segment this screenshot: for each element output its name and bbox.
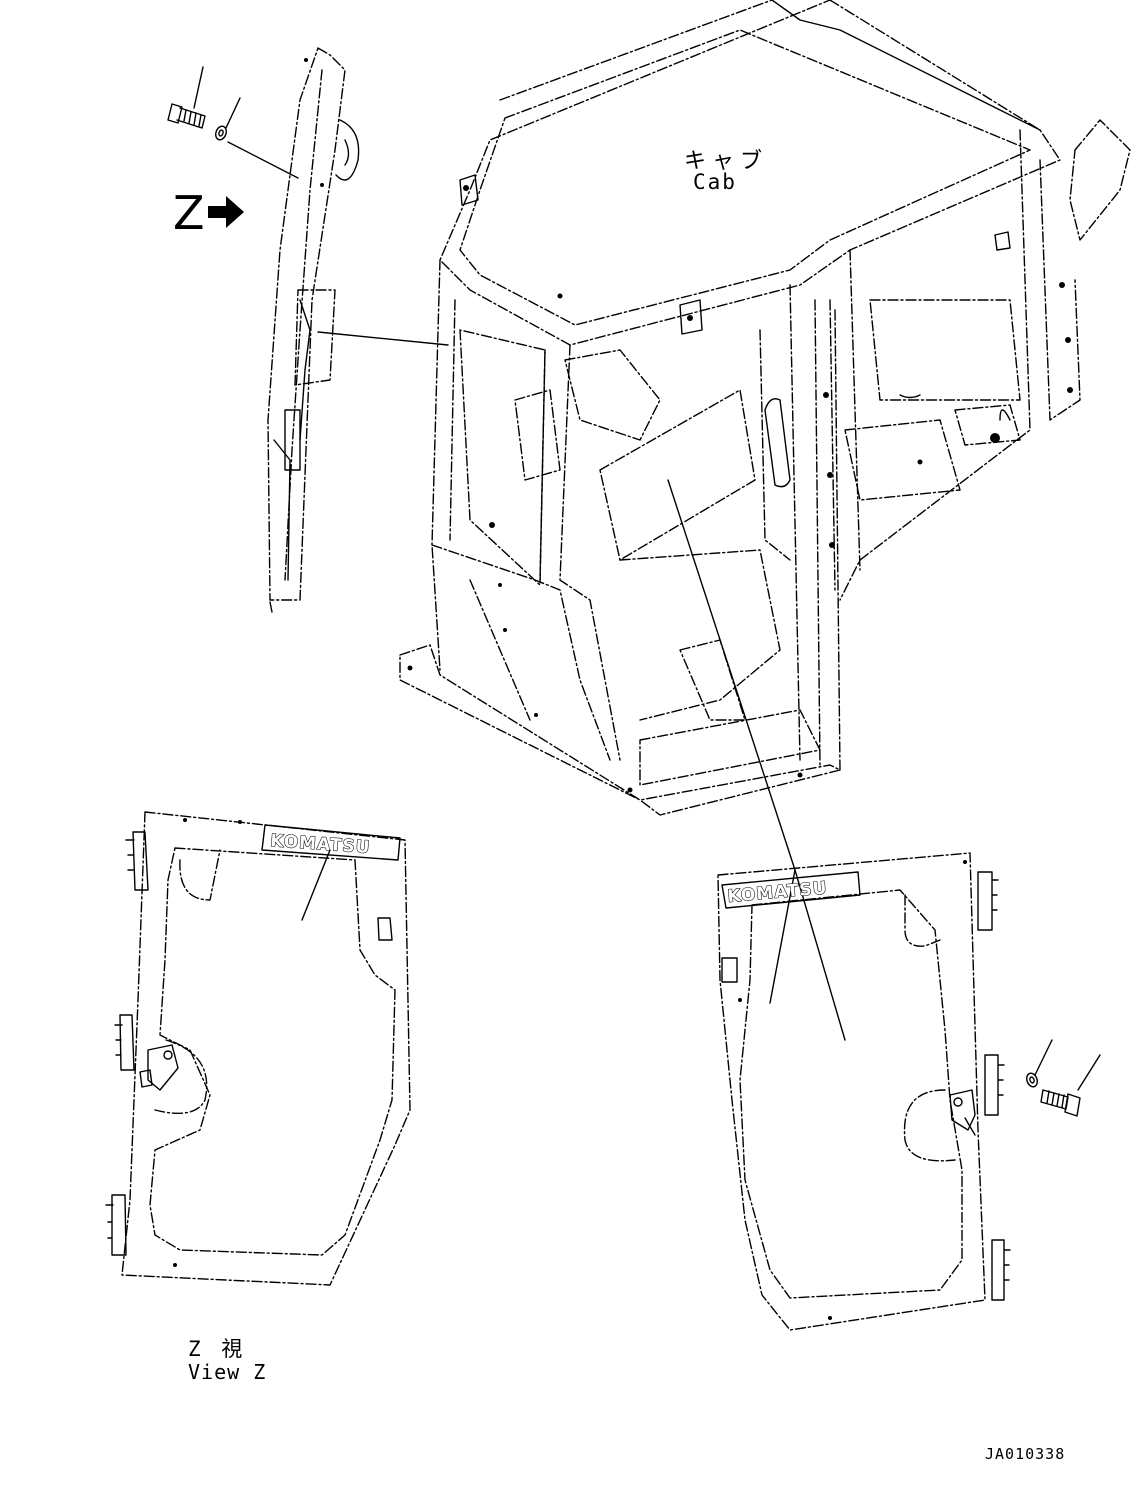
bolt-top-left [167,103,227,141]
cab-label-en: Cab [693,170,737,194]
bolt-bottom-right [1026,1072,1081,1117]
drawing-code: JA010338 [985,1445,1066,1463]
view-arrow-icon [208,196,244,228]
left-door [105,811,411,1286]
view-z-label-jp: Z 視 [188,1337,247,1361]
view-z-marker: Z [173,186,205,240]
leader-lines [193,66,1101,1091]
cab-label-jp: キャブ [684,149,769,174]
view-z-label-en: View Z [188,1360,267,1384]
door-side-view [267,47,360,613]
cab-frame [399,0,1131,816]
right-door [717,852,1011,1331]
